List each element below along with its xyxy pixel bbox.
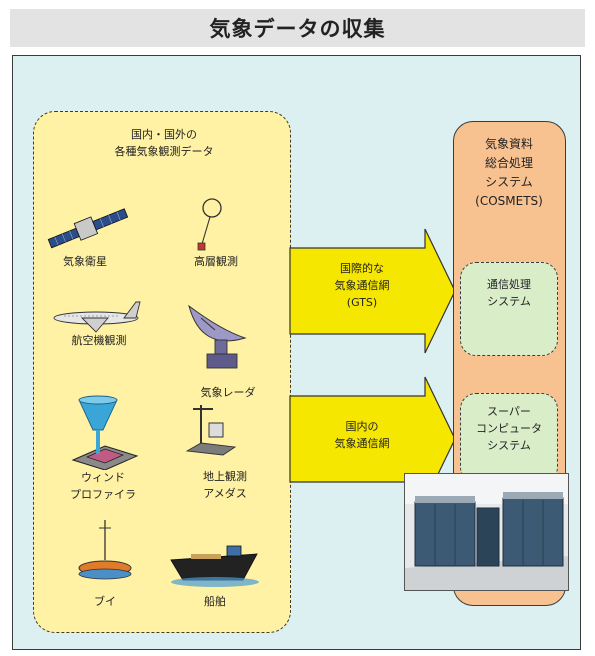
- communication-system-label: 通信処理 システム: [460, 276, 558, 310]
- gts-arrow-label: 国際的な 気象通信網 (GTS): [302, 260, 422, 311]
- communication-system-line1: 通信処理: [487, 278, 531, 291]
- cosmets-heading-line1: 気象資料: [484, 137, 533, 151]
- radar-label: 気象レーダ: [200, 386, 256, 399]
- wind-profiler-label-line1: ウィンド: [81, 471, 125, 484]
- gts-arrow-line3: (GTS): [346, 296, 378, 309]
- wind-profiler-label-line2: プロファイラ: [70, 488, 136, 501]
- cosmets-heading: 気象資料 総合処理 システム (COSMETS): [459, 135, 559, 211]
- communication-system-box: [460, 262, 558, 356]
- observation-data-group: [33, 111, 291, 633]
- supercomputer-photo: [404, 473, 569, 591]
- observation-heading-line2: 各種気象観測データ: [114, 145, 214, 158]
- buoy-label: ブイ: [94, 595, 116, 608]
- surface-station-label: 地上観測 アメダス: [185, 468, 265, 502]
- supercomputer-system-line1: スーパー: [487, 405, 531, 418]
- domestic-arrow: [289, 376, 456, 502]
- cosmets-heading-line2: 総合処理: [484, 156, 533, 170]
- surface-station-label-line2: アメダス: [203, 487, 247, 500]
- supercomputer-system-box: [460, 393, 558, 483]
- radiosonde-balloon-icon: [197, 198, 222, 251]
- page-title: 気象データの収集: [209, 17, 386, 41]
- domestic-arrow-label: 国内の 気象通信網: [302, 418, 422, 452]
- cosmets-heading-line3: システム: [485, 175, 533, 189]
- satellite-label: 気象衛星: [63, 255, 107, 268]
- buoy-icon: [78, 520, 132, 580]
- aircraft-icon: [53, 301, 141, 333]
- surface-station-label-line1: 地上観測: [203, 470, 247, 483]
- observation-heading-line1: 国内・国外の: [131, 128, 197, 141]
- satellite-icon: [47, 208, 129, 249]
- wind-profiler-label: ウィンド プロファイラ: [63, 469, 143, 503]
- supercomputer-system-label: スーパー コンピュータ システム: [460, 403, 558, 454]
- aircraft-label: 航空機観測: [71, 334, 127, 347]
- radiosonde-label: 高層観測: [194, 255, 238, 268]
- domestic-arrow-line2: 気象通信網: [334, 437, 390, 450]
- ship-label: 船舶: [204, 595, 226, 608]
- gts-arrow-line2: 気象通信網: [334, 279, 390, 292]
- ship-icon: [170, 545, 259, 587]
- diagram-frame: 国内・国外の 各種気象観測データ 気象衛星 高層観測 航空機観測: [12, 55, 581, 650]
- radar-dish-icon: [188, 304, 247, 369]
- cosmets-heading-line4: (COSMETS): [475, 194, 543, 208]
- supercomputer-system-line3: システム: [487, 439, 531, 452]
- title-bar: 気象データの収集: [10, 9, 585, 47]
- observation-heading: 国内・国外の 各種気象観測データ: [114, 126, 214, 160]
- weather-station-icon: [185, 405, 237, 456]
- wind-profiler-icon: [71, 395, 139, 470]
- gts-arrow: [289, 228, 456, 354]
- gts-arrow-line1: 国際的な: [340, 262, 384, 275]
- domestic-arrow-line1: 国内の: [345, 420, 379, 433]
- communication-system-line2: システム: [487, 295, 531, 308]
- supercomputer-system-line2: コンピュータ: [476, 422, 542, 435]
